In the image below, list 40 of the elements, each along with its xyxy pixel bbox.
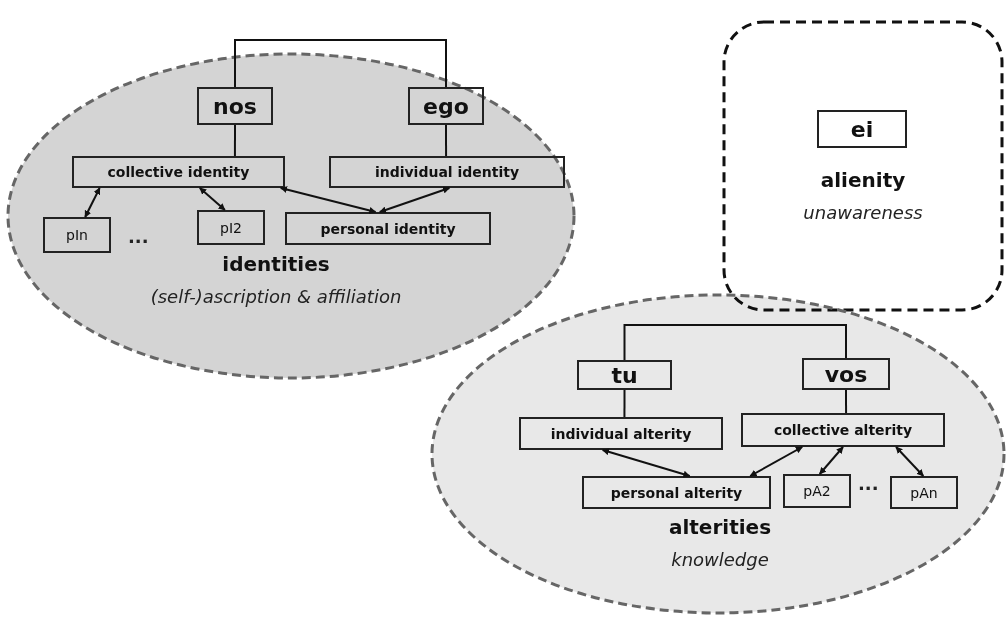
pronoun-box: ei <box>817 110 907 148</box>
double-arrow <box>601 448 691 478</box>
concept-box: pA2 <box>783 474 851 508</box>
concept-box: pIn <box>43 217 111 253</box>
alterity-ellipse <box>430 293 1006 615</box>
pronoun-box: vos <box>802 358 890 390</box>
region-title: alienity <box>820 168 906 192</box>
ellipsis-mark: ... <box>128 226 149 247</box>
double-arrow <box>818 446 844 475</box>
pronoun-box: ego <box>408 87 484 125</box>
double-arrow <box>749 446 804 477</box>
dashed-region <box>722 20 1004 312</box>
concept-box: collective alterity <box>741 413 945 447</box>
region-subtitle: knowledge <box>671 549 769 570</box>
concept-box: personal identity <box>285 212 491 245</box>
concept-box: pI2 <box>197 210 265 245</box>
double-arrow <box>895 446 925 477</box>
connector-line <box>623 389 626 418</box>
concept-box: individual identity <box>329 156 565 188</box>
concept-box: personal alterity <box>582 476 771 509</box>
connector-line <box>845 389 848 414</box>
region-subtitle: unawareness <box>803 202 923 223</box>
ellipsis-mark: ··· <box>858 478 879 499</box>
connector-line <box>233 124 236 157</box>
bracket-line <box>234 39 447 88</box>
region-title: identities <box>222 252 330 276</box>
double-arrow <box>84 187 101 218</box>
bracket-line <box>623 324 847 361</box>
region-title: alterities <box>668 515 772 539</box>
concept-box: collective identity <box>72 156 285 188</box>
region-subtitle: (self-)ascription & affiliation <box>150 286 402 307</box>
identity-ellipse <box>6 52 576 380</box>
double-arrow <box>279 186 377 214</box>
pronoun-box: tu <box>577 360 672 390</box>
concept-box: pAn <box>890 476 958 509</box>
connector-line <box>445 124 448 157</box>
double-arrow <box>198 187 226 211</box>
pronoun-box: nos <box>197 87 273 125</box>
double-arrow <box>378 186 451 214</box>
concept-box: individual alterity <box>519 417 723 450</box>
